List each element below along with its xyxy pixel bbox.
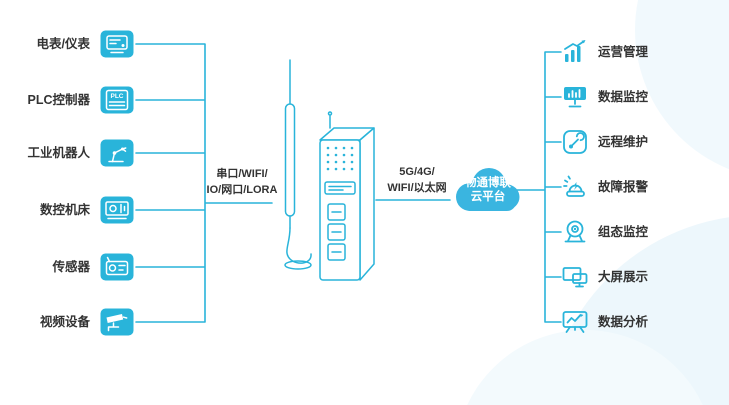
cloud-name-line1: 物通博联 — [465, 177, 511, 189]
sensor-icon — [100, 253, 134, 281]
device-link-label: 串口/WIFI/ IO/网口/LORA — [204, 166, 280, 198]
svg-text:PLC: PLC — [111, 93, 124, 100]
right-item-label: 故障报警 — [598, 180, 649, 194]
plc-icon: PLC — [100, 86, 134, 114]
data-analysis-icon — [562, 311, 588, 333]
left-item-label: 数控机床 — [39, 203, 90, 217]
left-item-label: 视频设备 — [39, 315, 90, 329]
cloud-link-label: 5G/4G/ WIFI/以太网 — [384, 164, 450, 196]
meter-icon — [100, 30, 134, 58]
left-item-label: 工业机器人 — [27, 146, 90, 160]
webcam-icon — [564, 220, 586, 243]
big-screen-icon — [562, 267, 588, 288]
right-item-label: 数据监控 — [598, 90, 649, 104]
right-item-label: 组态监控 — [598, 225, 649, 239]
robot-arm-icon — [100, 139, 134, 167]
cloud-platform — [456, 168, 520, 211]
left-item-label: 传感器 — [52, 260, 90, 274]
left-item-label: 电表/仪表 — [36, 37, 90, 51]
cloud-link-line2: WIFI/以太网 — [387, 182, 447, 194]
cloud-platform-label: 物通博联 云平台 — [448, 176, 528, 204]
right-item-label: 大屏展示 — [598, 270, 649, 284]
operations-chart-icon — [564, 40, 586, 62]
gateway-router — [284, 59, 375, 281]
data-monitor-icon — [564, 87, 586, 108]
remote-maintenance-icon — [563, 130, 587, 154]
right-item-label: 远程维护 — [598, 135, 649, 149]
cloud-name-line2: 云平台 — [470, 191, 506, 203]
device-link-line2: IO/网口/LORA — [206, 184, 278, 196]
video-camera-icon — [100, 308, 134, 336]
fault-alarm-icon — [563, 175, 585, 197]
cnc-machine-icon — [100, 196, 134, 224]
device-link-line1: 串口/WIFI/ — [216, 168, 268, 180]
cloud-link-line1: 5G/4G/ — [399, 166, 435, 178]
left-item-label: PLC控制器 — [27, 93, 90, 107]
right-item-label: 数据分析 — [598, 315, 649, 329]
right-item-label: 运营管理 — [598, 45, 649, 59]
